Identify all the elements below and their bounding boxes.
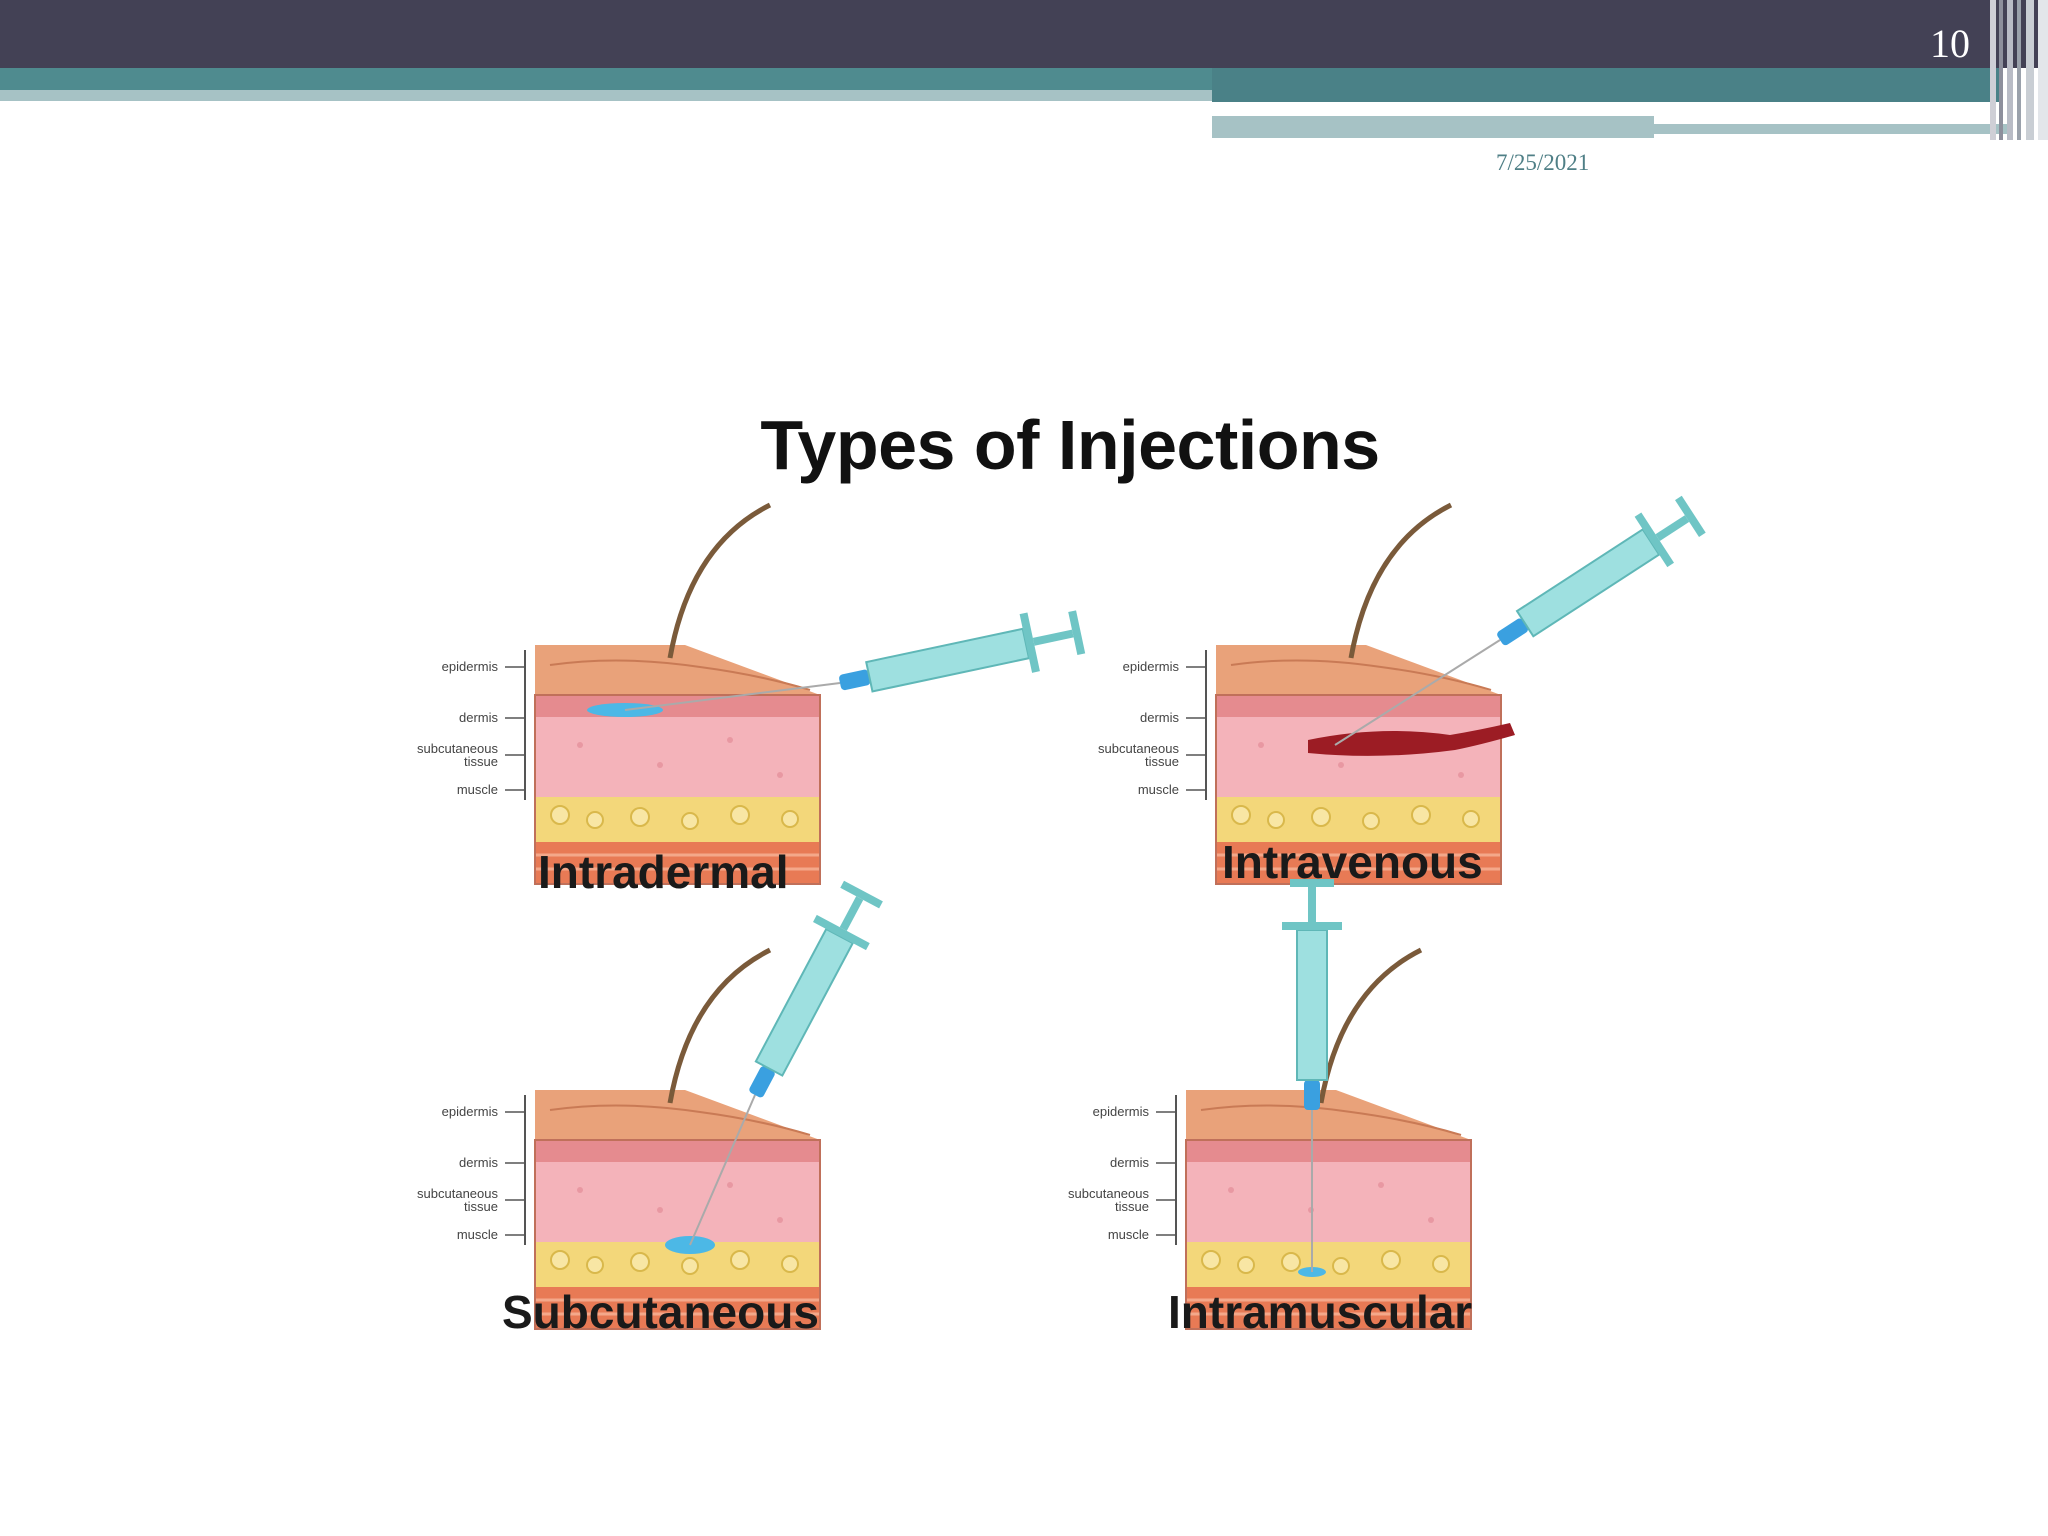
header-accent-right-light-2 <box>1652 124 2007 134</box>
panel-intramuscular-illustration <box>1156 879 1471 1329</box>
layer-label-subcutaneous: subcutaneous tissue <box>417 741 498 769</box>
edge-strip-1 <box>1990 0 1996 140</box>
layer-label-epidermis: epidermis <box>441 1104 498 1119</box>
figure-title: Types of Injections <box>760 406 1380 484</box>
layer-label-subcutaneous: subcutaneous tissue <box>417 1186 498 1214</box>
edge-strip-6 <box>2038 0 2048 140</box>
edge-strip-3 <box>2007 0 2013 140</box>
panel-intradermal-illustration <box>505 505 1086 884</box>
layer-label-dermis: dermis <box>458 710 498 725</box>
panel-subcutaneous-illustration <box>505 880 883 1329</box>
slide-date: 7/25/2021 <box>1496 150 1590 175</box>
panel-title-intradermal: Intradermal <box>538 846 789 898</box>
layer-label-dermis: dermis <box>1139 710 1179 725</box>
panel-intravenous-illustration <box>1186 495 1706 884</box>
header-bar <box>0 0 2048 68</box>
header-accent-right-gap <box>1212 108 1897 116</box>
injection-figure: Types of Injections <box>400 405 1740 1365</box>
layer-label-epidermis: epidermis <box>441 659 498 674</box>
header-accent-right-light <box>1212 116 1654 138</box>
header-accent-right <box>1212 68 2002 102</box>
figure-illustration <box>400 495 1706 1365</box>
layer-label-muscle: muscle <box>1107 1227 1149 1242</box>
header-accent-left <box>0 68 1212 90</box>
edge-strip-5 <box>2026 0 2034 140</box>
layer-label-epidermis: epidermis <box>1122 659 1179 674</box>
edge-strip-2 <box>1999 0 2003 140</box>
edge-strip-4 <box>2017 0 2021 140</box>
layer-label-epidermis: epidermis <box>1092 1104 1149 1119</box>
layer-label-subcutaneous: subcutaneous tissue <box>1098 741 1179 769</box>
panel-title-subcutaneous: Subcutaneous <box>502 1286 819 1338</box>
panel-title-intramuscular: Intramuscular <box>1168 1286 1473 1338</box>
panel-title-intravenous: Intravenous <box>1222 836 1483 888</box>
header-accent-left-light <box>0 90 1212 101</box>
slide-page-number: 10 <box>1930 21 1970 66</box>
layer-label-dermis: dermis <box>458 1155 498 1170</box>
layer-label-dermis: dermis <box>1109 1155 1149 1170</box>
layer-label-muscle: muscle <box>456 782 498 797</box>
layer-label-muscle: muscle <box>1137 782 1179 797</box>
layer-label-subcutaneous: subcutaneous tissue <box>1068 1186 1149 1214</box>
layer-label-muscle: muscle <box>456 1227 498 1242</box>
